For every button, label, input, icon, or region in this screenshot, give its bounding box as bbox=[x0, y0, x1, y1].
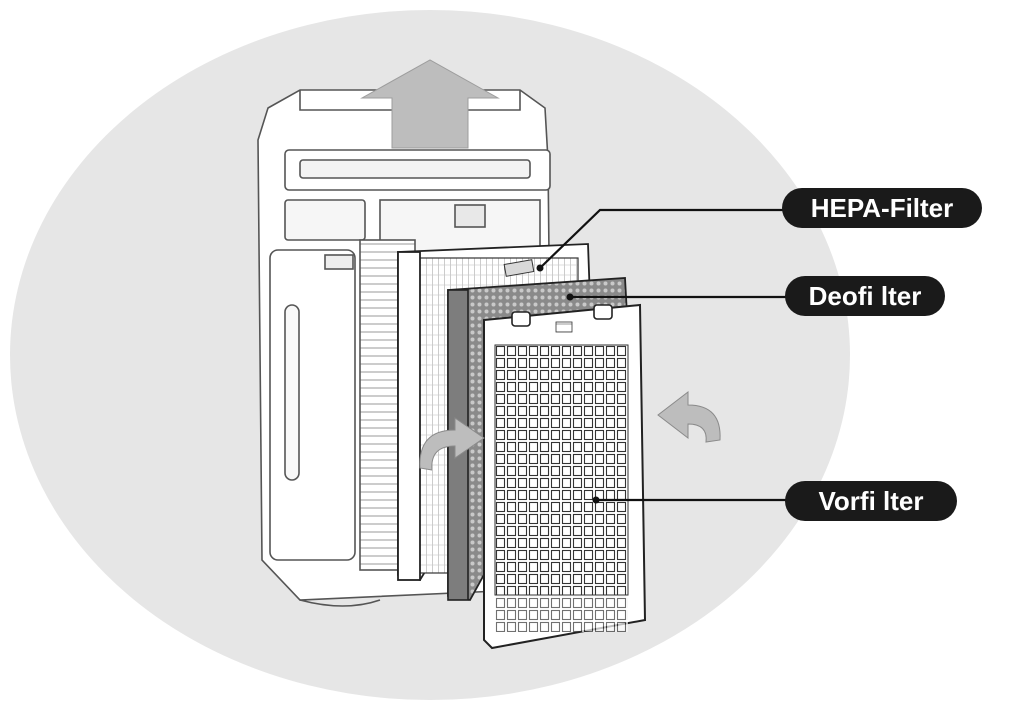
hepa-pointer-dot bbox=[536, 264, 544, 272]
curved-arrow-right-icon bbox=[419, 417, 485, 471]
leader-lines bbox=[539, 208, 790, 502]
pre-pointer-dot bbox=[592, 496, 600, 504]
hepa-filter-label: HEPA-Filter bbox=[782, 188, 982, 228]
deo-filter-label: Deofi lter bbox=[785, 276, 945, 316]
deo-pointer-dot bbox=[566, 293, 574, 301]
pre-filter-label: Vorfi lter bbox=[785, 481, 957, 521]
airflow-up-arrow-icon bbox=[360, 59, 500, 149]
curved-arrow-left-icon bbox=[657, 390, 721, 443]
pre-filter bbox=[483, 303, 647, 650]
